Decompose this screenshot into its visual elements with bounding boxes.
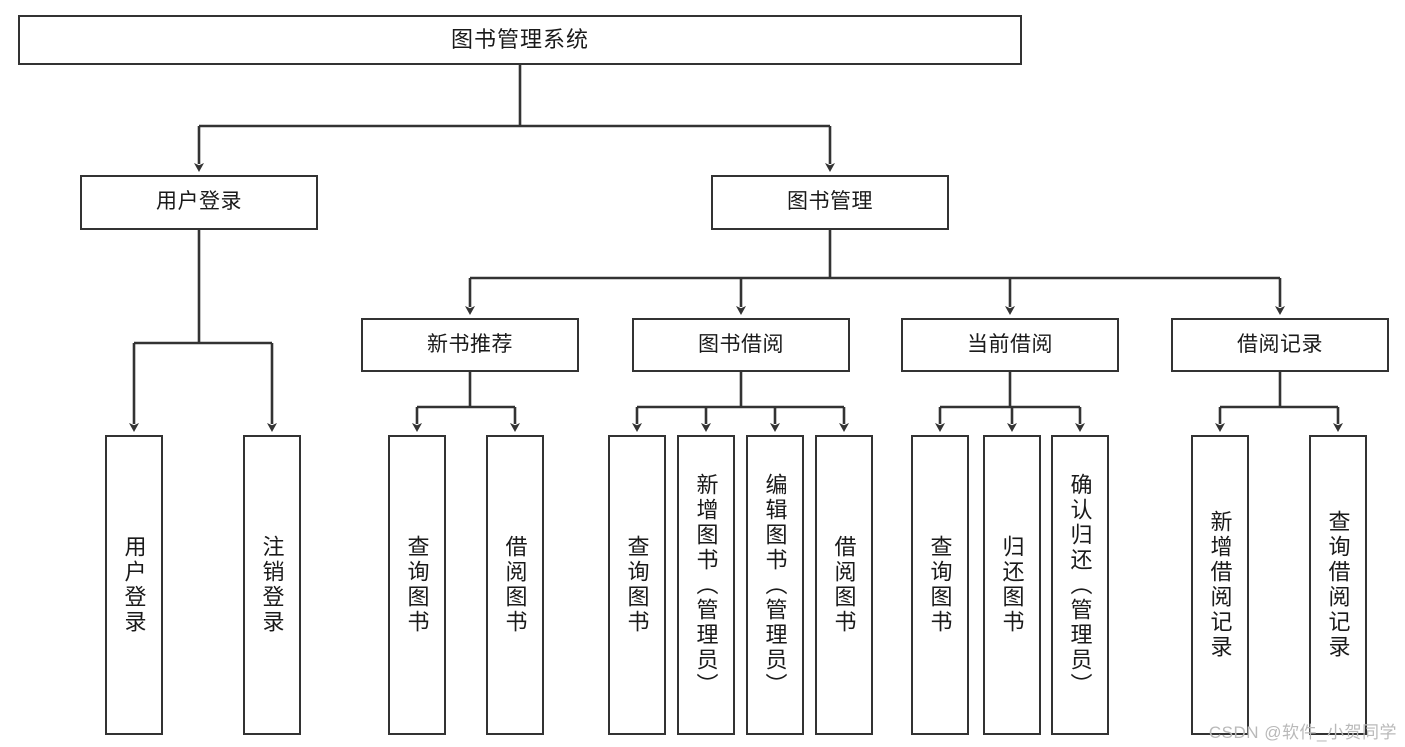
node-label-leaf-user-login: 用户登录: [121, 535, 147, 635]
node-label-leaf-logout: 注销登录: [259, 535, 285, 635]
node-label-user-login: 用户登录: [156, 190, 242, 214]
node-label-book-borrow: 图书借阅: [698, 332, 784, 356]
node-label-book-manage: 图书管理: [787, 190, 873, 214]
node-label-leaf-edit-book: 编辑图书（管理员）: [762, 472, 788, 698]
node-leaf-edit-book[interactable]: 编辑图书（管理员）: [746, 435, 804, 735]
node-book-borrow[interactable]: 图书借阅: [632, 318, 850, 372]
node-leaf-add-book[interactable]: 新增图书（管理员）: [677, 435, 735, 735]
node-new-book-rec[interactable]: 新书推荐: [361, 318, 579, 372]
node-label-root: 图书管理系统: [450, 27, 589, 53]
node-label-leaf-borrow-2: 借阅图书: [831, 535, 857, 635]
node-label-leaf-add-rec: 新增借阅记录: [1207, 510, 1233, 660]
node-label-leaf-query-2: 查询图书: [624, 535, 650, 635]
node-leaf-confirm[interactable]: 确认归还（管理员）: [1051, 435, 1109, 735]
node-leaf-query-1[interactable]: 查询图书: [388, 435, 446, 735]
node-leaf-borrow-1[interactable]: 借阅图书: [486, 435, 544, 735]
node-leaf-return[interactable]: 归还图书: [983, 435, 1041, 735]
node-leaf-query-rec[interactable]: 查询借阅记录: [1309, 435, 1367, 735]
node-current-borrow[interactable]: 当前借阅: [901, 318, 1119, 372]
node-label-leaf-confirm: 确认归还（管理员）: [1067, 472, 1093, 698]
node-leaf-query-2[interactable]: 查询图书: [608, 435, 666, 735]
node-book-manage[interactable]: 图书管理: [711, 175, 949, 230]
node-borrow-record[interactable]: 借阅记录: [1171, 318, 1389, 372]
node-label-leaf-query-3: 查询图书: [927, 535, 953, 635]
node-root[interactable]: 图书管理系统: [18, 15, 1022, 65]
node-label-new-book-rec: 新书推荐: [427, 332, 513, 356]
node-label-leaf-return: 归还图书: [999, 535, 1025, 635]
node-label-leaf-query-1: 查询图书: [404, 535, 430, 635]
node-label-current-borrow: 当前借阅: [967, 332, 1053, 356]
node-leaf-query-3[interactable]: 查询图书: [911, 435, 969, 735]
node-leaf-logout[interactable]: 注销登录: [243, 435, 301, 735]
node-label-leaf-query-rec: 查询借阅记录: [1325, 510, 1351, 660]
node-label-leaf-add-book: 新增图书（管理员）: [693, 472, 719, 698]
node-label-leaf-borrow-1: 借阅图书: [502, 535, 528, 635]
node-leaf-user-login[interactable]: 用户登录: [105, 435, 163, 735]
node-user-login[interactable]: 用户登录: [80, 175, 318, 230]
node-leaf-add-rec[interactable]: 新增借阅记录: [1191, 435, 1249, 735]
watermark-text: CSDN @软件_小贺同学: [1208, 723, 1397, 742]
node-label-borrow-record: 借阅记录: [1237, 332, 1323, 356]
node-leaf-borrow-2[interactable]: 借阅图书: [815, 435, 873, 735]
